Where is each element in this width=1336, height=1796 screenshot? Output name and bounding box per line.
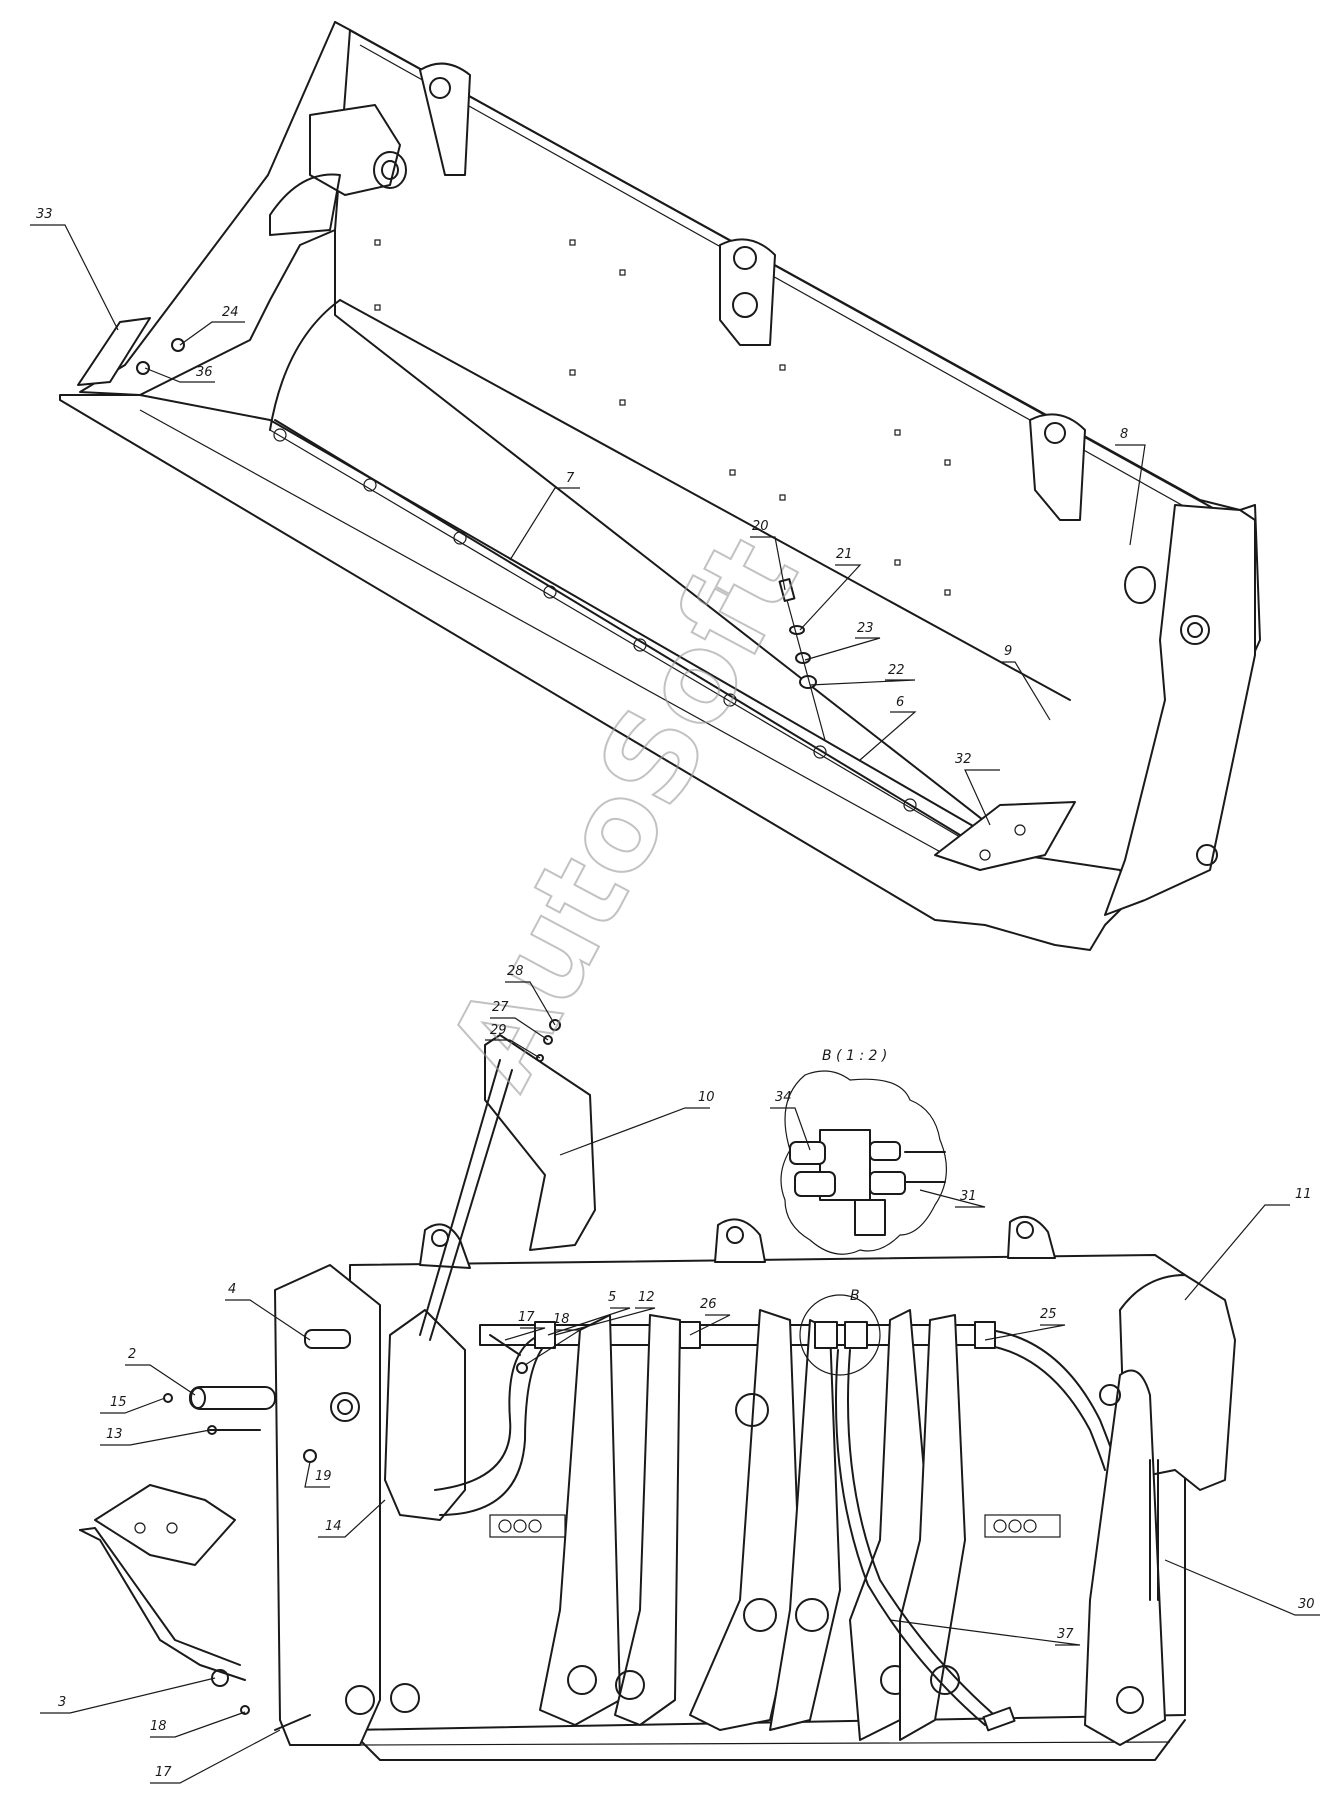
right-plate-pivot-upper <box>1180 615 1210 645</box>
left-plate-lower-pivot <box>345 1685 375 1715</box>
callout-18-upper: 18 <box>553 1312 570 1327</box>
hose-37-b <box>835 1349 986 1726</box>
callout-26: 26 <box>700 1297 717 1312</box>
callout-13: 13 <box>106 1427 123 1442</box>
callout-11: 11 <box>1295 1187 1312 1202</box>
right-side-plate-30 <box>1084 1369 1166 1746</box>
body-slots <box>489 1514 1061 1538</box>
callout-28: 28 <box>507 964 524 979</box>
pin-4 <box>304 1329 351 1349</box>
nut-18-upper <box>516 1362 528 1374</box>
bucket-floor-curve <box>269 299 341 431</box>
hose-37-a <box>847 1349 1001 1721</box>
lower-left-side-plate <box>274 1264 381 1746</box>
callout-15: 15 <box>110 1395 127 1410</box>
grease-fitting-24 <box>171 338 185 352</box>
mounting-ear-center <box>719 238 776 346</box>
callout-24: 24 <box>222 305 239 320</box>
leader-lines <box>30 224 1320 1784</box>
detail-view-b <box>780 1070 948 1255</box>
callout-17-lower: 17 <box>155 1765 172 1780</box>
detail-view-outline <box>780 1070 948 1255</box>
hose-left-lower <box>439 1339 551 1516</box>
section-marker-circle <box>799 1294 881 1376</box>
callout-27: 27 <box>492 1000 509 1015</box>
cotter-pin-17-upper <box>489 1334 521 1356</box>
callout-19: 19 <box>315 1469 332 1484</box>
right-pivot-boss <box>1124 566 1156 604</box>
callout-2: 2 <box>128 1347 136 1362</box>
wear-pad-32 <box>934 801 1076 871</box>
section-mark-b: B <box>850 1288 860 1304</box>
right-plate-pivot-lower <box>1196 844 1218 866</box>
callout-30: 30 <box>1298 1597 1315 1612</box>
side-cutter-plate-lower <box>94 1484 236 1566</box>
nut-18-lower <box>240 1705 250 1715</box>
linkage-arms <box>539 1309 966 1741</box>
callout-23: 23 <box>857 621 874 636</box>
hose-25-b <box>984 1344 1106 1471</box>
callout-12: 12 <box>638 1290 655 1305</box>
left-pivot-boss <box>269 104 407 236</box>
washer-27 <box>543 1035 553 1045</box>
callout-7: 7 <box>566 471 575 486</box>
callout-34: 34 <box>775 1090 792 1105</box>
callout-14: 14 <box>325 1519 342 1534</box>
callout-36: 36 <box>196 365 213 380</box>
callout-3: 3 <box>58 1695 66 1710</box>
callout-29: 29 <box>490 1023 507 1038</box>
hose-left-upper <box>434 1334 541 1491</box>
callout-18-lower: 18 <box>150 1719 167 1734</box>
link-rod-3 <box>79 1529 246 1681</box>
callout-10: 10 <box>698 1090 715 1105</box>
callout-17-upper: 17 <box>518 1310 535 1325</box>
callout-numbers: 33 24 36 7 20 21 23 22 6 9 8 32 28 27 29… <box>36 207 1315 1780</box>
callout-8: 8 <box>1120 427 1128 442</box>
callout-31: 31 <box>960 1189 977 1204</box>
callout-6: 6 <box>896 695 904 710</box>
bucket-back-wall <box>334 21 1261 916</box>
cutting-edge-bolts <box>273 428 917 812</box>
callout-20: 20 <box>752 519 769 534</box>
callout-32: 32 <box>955 752 972 767</box>
cover-plate-10 <box>484 1034 596 1251</box>
cutting-edge-7 <box>274 419 961 836</box>
nut-29 <box>536 1054 544 1062</box>
side-cutter-33 <box>77 317 151 386</box>
back-wall-slots <box>374 239 951 596</box>
mounting-ear-right <box>1029 413 1086 521</box>
cover-support-rod <box>419 1059 501 1336</box>
bolt-28 <box>549 1019 561 1031</box>
callout-21: 21 <box>836 547 853 562</box>
callout-22: 22 <box>888 663 905 678</box>
cotter-pin-17-lower <box>274 1714 311 1731</box>
bucket-upper-view <box>59 21 1261 951</box>
right-pivot-boss-lower <box>1099 1384 1121 1406</box>
callout-37: 37 <box>1057 1627 1074 1642</box>
grease-fitting-36 <box>136 361 150 375</box>
callout-9: 9 <box>1004 644 1012 659</box>
mounting-ear-left <box>419 62 471 176</box>
callout-5: 5 <box>608 1290 616 1305</box>
left-cover-guard <box>384 1309 466 1521</box>
bucket-lower-view <box>79 1019 1236 1761</box>
washer-15 <box>163 1393 173 1403</box>
hose-37-fittings <box>982 1706 1016 1732</box>
detail-view-title: B ( 1 : 2 ) <box>822 1048 887 1064</box>
callout-25: 25 <box>1040 1307 1057 1322</box>
callout-33: 33 <box>36 207 53 222</box>
bucket-right-side-plate-8 <box>1104 504 1256 916</box>
callout-4: 4 <box>228 1282 236 1297</box>
